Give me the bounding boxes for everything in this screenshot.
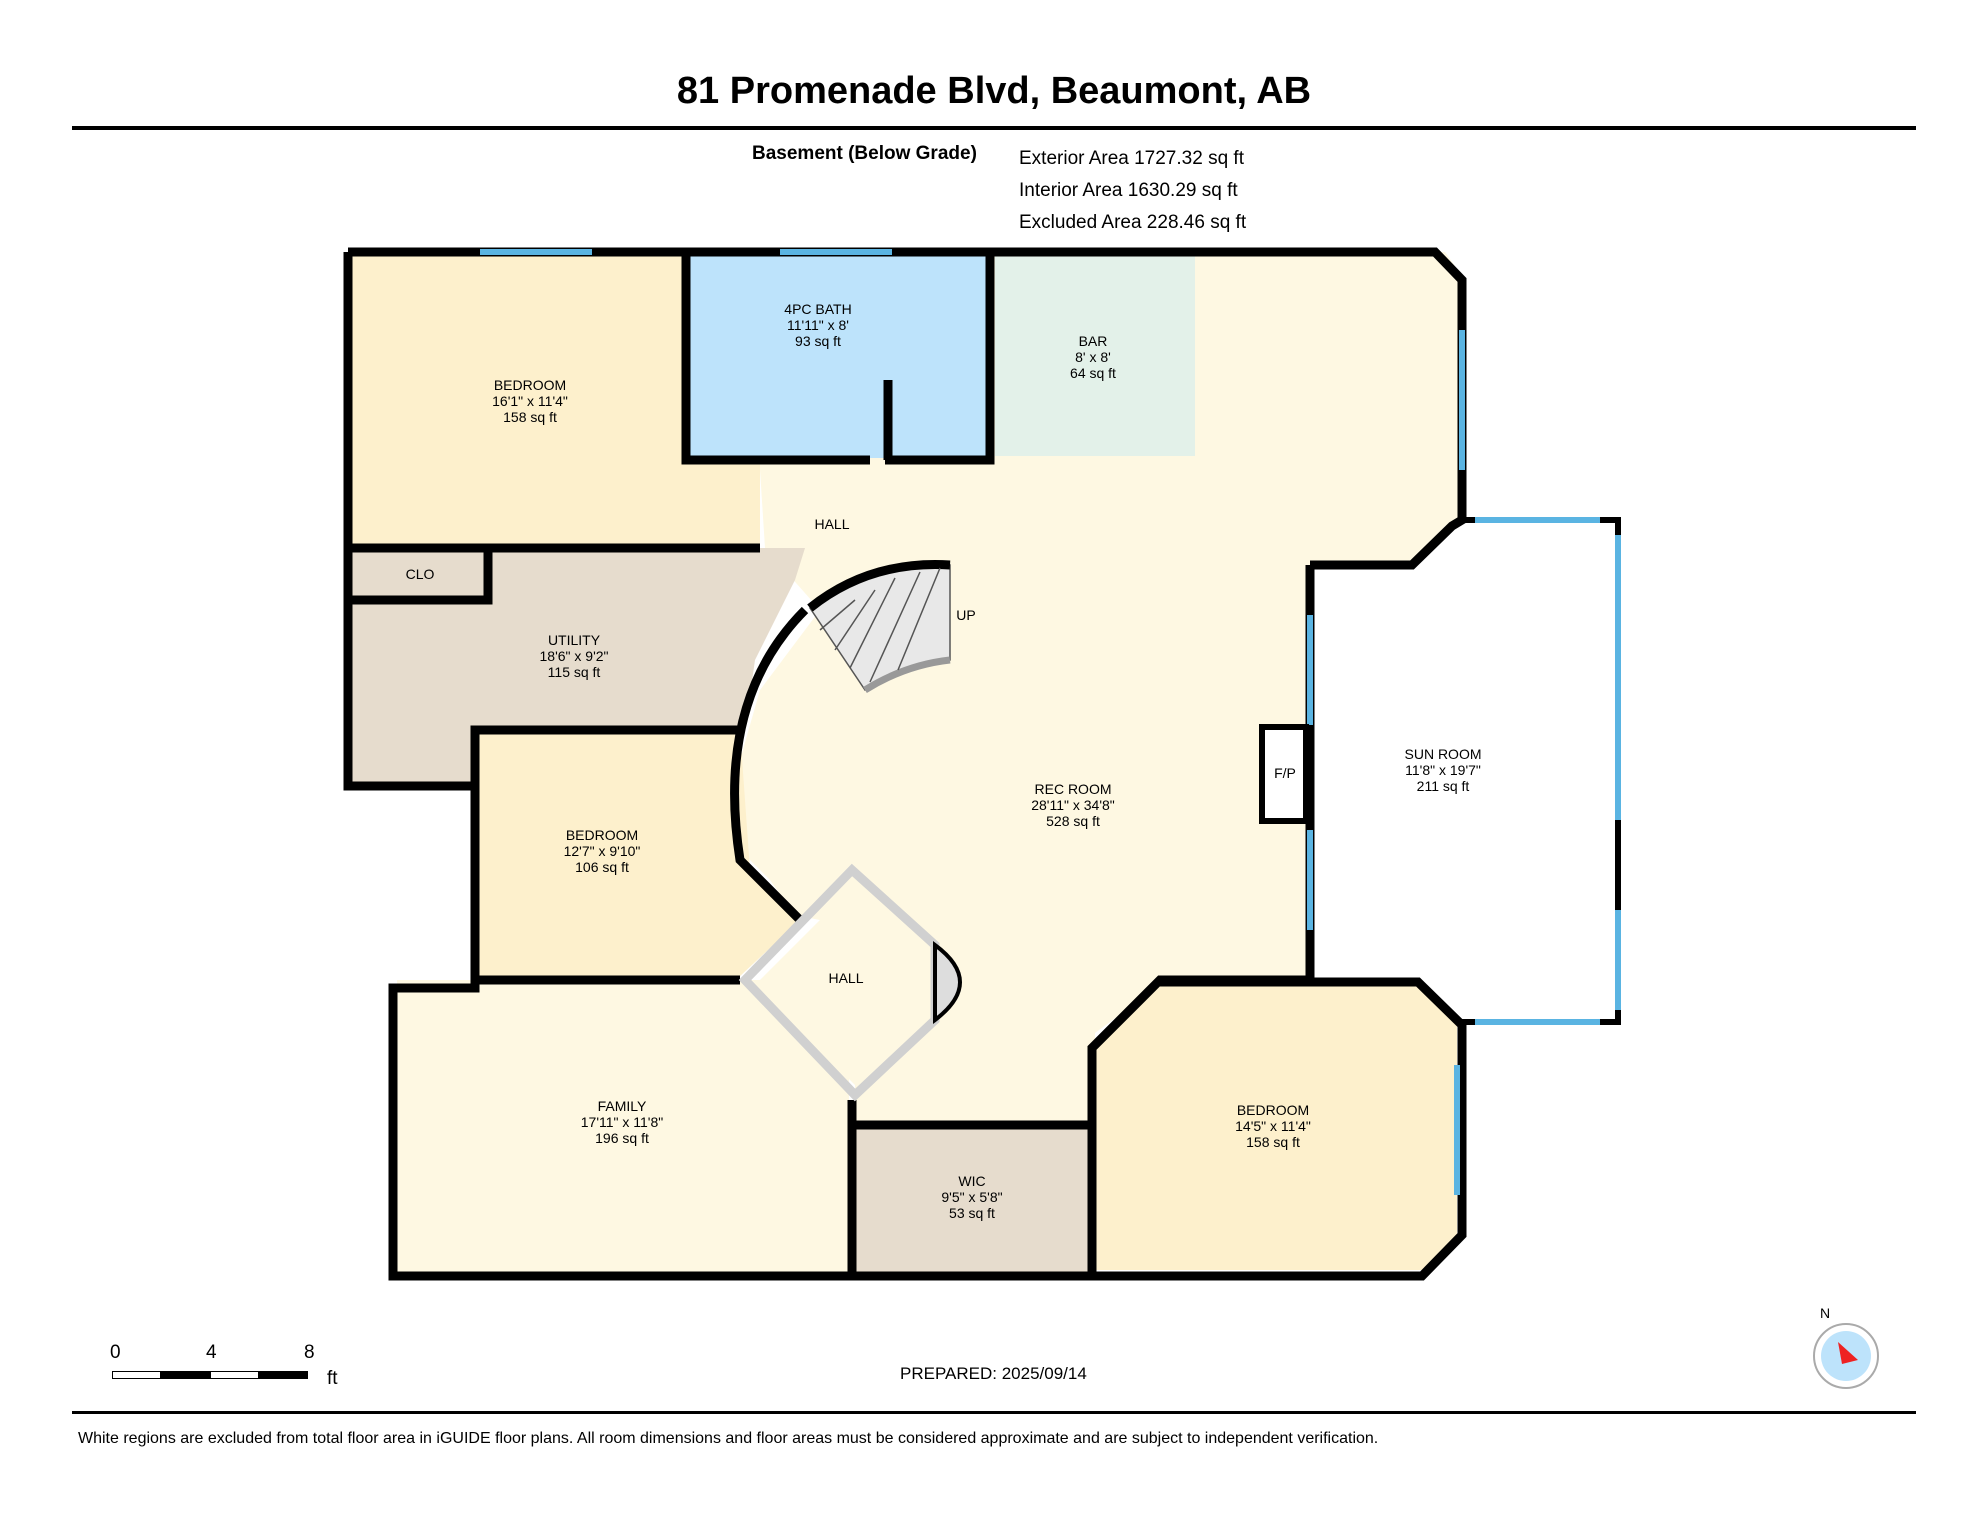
bedroom-2-name: BEDROOM: [566, 827, 638, 843]
bar-area: 64 sq ft: [1070, 365, 1116, 381]
rec-room-dims: 28'11" x 34'8": [1031, 797, 1115, 813]
utility-dims: 18'6" x 9'2": [540, 648, 609, 664]
family-name: FAMILY: [598, 1098, 647, 1114]
staircase: [807, 560, 951, 693]
wic-name: WIC: [958, 1173, 985, 1189]
wic-dims: 9'5" x 5'8": [941, 1189, 1002, 1205]
scale-segment: [112, 1371, 161, 1379]
room-fills: [350, 252, 1465, 1272]
bedroom-1-fill: [352, 256, 760, 545]
disclaimer: White regions are excluded from total fl…: [78, 1430, 1379, 1447]
bedroom-3-dims: 14'5" x 11'4": [1235, 1118, 1311, 1134]
level-label: Basement (Below Grade): [752, 143, 977, 164]
prepared-date: PREPARED: 2025/09/14: [900, 1364, 1087, 1383]
bar-dims: 8' x 8': [1075, 349, 1111, 365]
family-area: 196 sq ft: [595, 1130, 649, 1146]
page-title: 81 Promenade Blvd, Beaumont, AB: [676, 70, 1312, 112]
compass-icon: N: [1813, 1306, 1879, 1389]
sun-room-name: SUN ROOM: [1405, 746, 1482, 762]
scale-segment: [259, 1371, 308, 1379]
rec-room-area: 528 sq ft: [1046, 813, 1100, 829]
scale-bar: 0 4 8 ft: [110, 1342, 350, 1392]
bedroom-1-area: 158 sq ft: [503, 409, 557, 425]
family-fill: [397, 980, 849, 1272]
outer-wall-left: [343, 252, 1467, 1281]
bedroom-1-dims: 16'1" x 11'4": [492, 393, 568, 409]
curved-wall: [730, 606, 809, 924]
excluded-area: Excluded Area 228.46 sq ft: [1019, 212, 1247, 233]
bath-fill: [686, 256, 991, 458]
bath-name: 4PC BATH: [784, 301, 851, 317]
rec-room-name: REC ROOM: [1035, 781, 1112, 797]
header-divider: [72, 126, 1916, 130]
scale-segment: [161, 1371, 210, 1379]
hall-1-name: HALL: [814, 516, 849, 532]
scale-unit: ft: [327, 1368, 338, 1389]
wic-area: 53 sq ft: [949, 1205, 995, 1221]
bath-dims: 11'11" x 8': [787, 317, 849, 333]
utility-fill: [350, 548, 805, 783]
fireplace-label: F/P: [1274, 765, 1296, 781]
scale-tick-4: 4: [206, 1342, 217, 1363]
curve-wall-path: [730, 606, 809, 924]
sun-room-area: 211 sq ft: [1417, 778, 1470, 794]
closet-name: CLO: [406, 566, 435, 582]
bath-area: 93 sq ft: [795, 333, 841, 349]
utility-area: 115 sq ft: [548, 664, 601, 680]
compass-north-label: N: [1820, 1306, 1830, 1321]
footer-divider: [72, 1411, 1916, 1414]
rec-room-fill: [735, 252, 1465, 1122]
bedroom-2-fill: [478, 730, 800, 978]
room-labels: BEDROOM 16'1" x 11'4" 158 sq ft 4PC BATH…: [406, 301, 1482, 1221]
bedroom-3-name: BEDROOM: [1237, 1102, 1309, 1118]
compass-needle: [1838, 1342, 1858, 1364]
scale-tick-8: 8: [304, 1342, 315, 1363]
bedroom-2-dims: 12'7" x 9'10": [564, 843, 641, 859]
family-dims: 17'11" x 11'8": [581, 1114, 664, 1130]
scale-segment: [210, 1371, 259, 1379]
stairs-label: UP: [956, 607, 975, 623]
bar-fill: [995, 256, 1195, 456]
hall-2-name: HALL: [828, 970, 863, 986]
utility-bottom: [470, 725, 740, 788]
scale-tick-0: 0: [110, 1342, 121, 1363]
bedroom-3-fill: [1095, 985, 1457, 1270]
bath-wall: [681, 252, 995, 465]
closet-fill: [354, 549, 488, 599]
windows: [480, 249, 1465, 1195]
exterior-area: Exterior Area 1727.32 sq ft: [1019, 148, 1244, 169]
interior-area: Interior Area 1630.29 sq ft: [1019, 180, 1238, 201]
sun-room-dims: 11'8" x 19'7": [1405, 762, 1481, 778]
sun-room-windows: [1307, 517, 1621, 1025]
sun-room-walls: [1462, 517, 1621, 1025]
area-summary: Exterior Area 1727.32 sq ft Interior Are…: [1019, 143, 1246, 239]
utility-name: UTILITY: [548, 632, 601, 648]
bedroom-2-area: 106 sq ft: [575, 859, 629, 875]
closet-wall: [348, 548, 493, 605]
fireplace: [1259, 724, 1309, 824]
half-round-feature: [933, 941, 962, 1025]
wic-fill: [852, 1125, 1092, 1272]
bedroom-3-area: 158 sq ft: [1246, 1134, 1300, 1150]
bedroom-1-name: BEDROOM: [494, 377, 566, 393]
bar-name: BAR: [1079, 333, 1108, 349]
